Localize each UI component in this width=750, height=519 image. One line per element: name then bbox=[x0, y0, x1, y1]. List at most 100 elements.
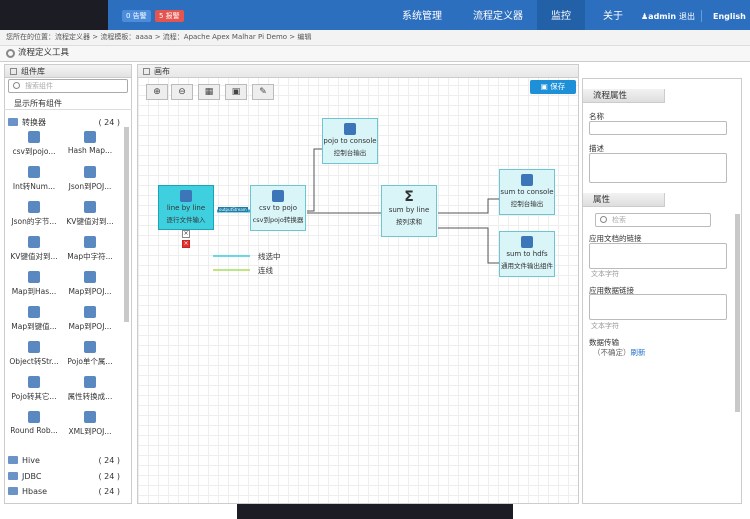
node-subtitle: 控制台输出 bbox=[333, 149, 367, 157]
nav-divider bbox=[701, 10, 702, 22]
sigma-icon: Σ bbox=[404, 189, 414, 205]
user-icon: ♟ bbox=[641, 12, 649, 21]
edge-sum-console[interactable] bbox=[438, 198, 499, 214]
group-count: ( 24 ) bbox=[98, 472, 120, 481]
file-icon bbox=[521, 236, 533, 248]
desc-textarea[interactable] bbox=[589, 153, 727, 183]
component-item[interactable]: Int转Num... bbox=[4, 166, 64, 198]
info-badge[interactable]: 0 告警 bbox=[122, 10, 151, 22]
attr-title: 属性 bbox=[593, 195, 611, 205]
component-label: Hash Map... bbox=[67, 146, 113, 155]
component-label: Json的字节... bbox=[11, 217, 57, 226]
folder-icon bbox=[8, 118, 18, 126]
component-item[interactable]: Json到POJ... bbox=[60, 166, 120, 198]
component-item[interactable]: KV键值对到... bbox=[60, 201, 120, 233]
edge-csv-console[interactable] bbox=[307, 148, 322, 212]
show-all-components[interactable]: 显示所有组件 bbox=[4, 97, 132, 110]
delete-icon[interactable]: × bbox=[182, 240, 190, 248]
monitor-icon bbox=[521, 174, 533, 186]
component-item[interactable]: Map到POJ... bbox=[60, 306, 120, 338]
component-item[interactable]: KV键值对到... bbox=[4, 236, 64, 268]
nav-about[interactable]: 关于 bbox=[603, 11, 623, 22]
transfer-value: （不确定）刷新 bbox=[593, 347, 646, 358]
component-icon bbox=[84, 201, 96, 213]
component-item[interactable]: Json的字节... bbox=[4, 201, 64, 233]
doc-link-input[interactable] bbox=[589, 243, 727, 269]
nav-monitor[interactable]: 监控 bbox=[537, 0, 585, 30]
grid-button[interactable]: ▣ bbox=[225, 84, 247, 100]
nav-system[interactable]: 系统管理 bbox=[402, 11, 442, 22]
component-item[interactable]: Round Rob... bbox=[4, 411, 64, 443]
library-title: 组件库 bbox=[21, 67, 45, 76]
flow-props-title: 流程属性 bbox=[593, 91, 628, 101]
library-scrollbar[interactable] bbox=[124, 127, 129, 322]
data-link-input[interactable] bbox=[589, 294, 727, 320]
group-jdbc[interactable]: JDBC ( 24 ) bbox=[8, 471, 122, 483]
language-switch[interactable]: English bbox=[713, 12, 746, 21]
component-icon bbox=[28, 341, 40, 353]
component-label: Map到键值... bbox=[11, 322, 57, 331]
group-converter[interactable]: 转换器 ( 24 ) bbox=[8, 117, 122, 129]
component-item[interactable]: Pojo单个属... bbox=[60, 341, 120, 373]
attr-search-input[interactable]: 检索 bbox=[595, 213, 711, 227]
component-item[interactable]: Pojo转其它... bbox=[4, 376, 64, 408]
zoom-out-button[interactable]: ⊖ bbox=[171, 84, 193, 100]
folder-icon bbox=[8, 487, 18, 495]
component-search-input[interactable]: 搜索组件 bbox=[8, 79, 128, 93]
component-item[interactable]: Map到Has... bbox=[4, 271, 64, 303]
component-item[interactable]: Hash Map... bbox=[60, 131, 120, 163]
component-item[interactable]: Map中字符... bbox=[60, 236, 120, 268]
copy-icon[interactable]: × bbox=[182, 230, 190, 238]
component-item[interactable]: Map到POJ... bbox=[60, 271, 120, 303]
component-item[interactable]: Object转Str... bbox=[4, 341, 64, 373]
nav-flow-designer[interactable]: 流程定义器 bbox=[473, 11, 523, 22]
component-item[interactable]: csv到pojo... bbox=[4, 131, 64, 163]
component-label: Json到POJ... bbox=[68, 182, 112, 191]
component-item[interactable]: XML到POJ... bbox=[60, 411, 120, 443]
group-label: 转换器 bbox=[22, 118, 46, 127]
component-icon bbox=[84, 166, 96, 178]
name-input[interactable] bbox=[589, 121, 727, 135]
component-label: XML到POJ... bbox=[68, 427, 112, 436]
node-csv-to-pojo[interactable]: csv to pojo csv到pojo转换器 bbox=[250, 185, 306, 231]
bottom-bar bbox=[237, 504, 513, 519]
node-sum-to-hdfs[interactable]: sum to hdfs 通用文件输出组件 bbox=[499, 231, 555, 277]
node-sum-by-line[interactable]: Σ sum by line 按列求和 bbox=[381, 185, 437, 237]
search-icon bbox=[600, 216, 607, 223]
canvas-header: 画布 bbox=[138, 65, 578, 78]
logo-area bbox=[0, 0, 108, 30]
refresh-link[interactable]: 刷新 bbox=[630, 348, 646, 357]
node-title: csv to pojo bbox=[258, 204, 298, 212]
group-label: Hbase bbox=[22, 487, 48, 496]
group-hbase[interactable]: Hbase ( 24 ) bbox=[8, 486, 122, 498]
desc-label: 描述 bbox=[589, 144, 604, 153]
fit-button[interactable]: ▦ bbox=[198, 84, 220, 100]
folder-icon bbox=[8, 472, 18, 480]
component-icon bbox=[28, 236, 40, 248]
legend-link-label: 连线 bbox=[258, 266, 273, 275]
save-button[interactable]: ▣ 保存 bbox=[530, 80, 576, 94]
flow-canvas[interactable]: 画布 ⊕ ⊖ ▦ ▣ ✎ ▣ 保存 outputStream line by l… bbox=[137, 64, 579, 504]
component-label: Pojo单个属... bbox=[67, 357, 113, 366]
component-icon bbox=[84, 236, 96, 248]
props-scrollbar[interactable] bbox=[735, 214, 740, 412]
alert-badge[interactable]: 5 报警 bbox=[155, 10, 184, 22]
node-title: sum by line bbox=[388, 206, 430, 214]
component-icon bbox=[84, 376, 96, 388]
edge-sum-hdfs[interactable] bbox=[438, 227, 499, 264]
edit-button[interactable]: ✎ bbox=[252, 84, 274, 100]
component-item[interactable]: Map到键值... bbox=[4, 306, 64, 338]
group-hive[interactable]: Hive ( 24 ) bbox=[8, 455, 122, 467]
logout-link[interactable]: 退出 bbox=[679, 12, 695, 21]
user-name[interactable]: ♟admin bbox=[641, 12, 677, 21]
component-icon bbox=[28, 411, 40, 423]
breadcrumb: 您所在的位置：流程定义器 > 流程模板：aaaa > 流程：Apache Ape… bbox=[0, 30, 750, 46]
node-sum-to-console[interactable]: sum to console 控制台输出 bbox=[499, 169, 555, 215]
node-line-by-line[interactable]: line by line 逐行文件输入 bbox=[158, 185, 214, 230]
zoom-in-button[interactable]: ⊕ bbox=[146, 84, 168, 100]
node-pojo-to-console[interactable]: pojo to console 控制台输出 bbox=[322, 118, 378, 164]
node-subtitle: 通用文件输出组件 bbox=[501, 262, 553, 270]
group-label: Hive bbox=[22, 456, 40, 465]
component-item[interactable]: 属性转换成... bbox=[60, 376, 120, 408]
component-label: Map到POJ... bbox=[68, 322, 112, 331]
